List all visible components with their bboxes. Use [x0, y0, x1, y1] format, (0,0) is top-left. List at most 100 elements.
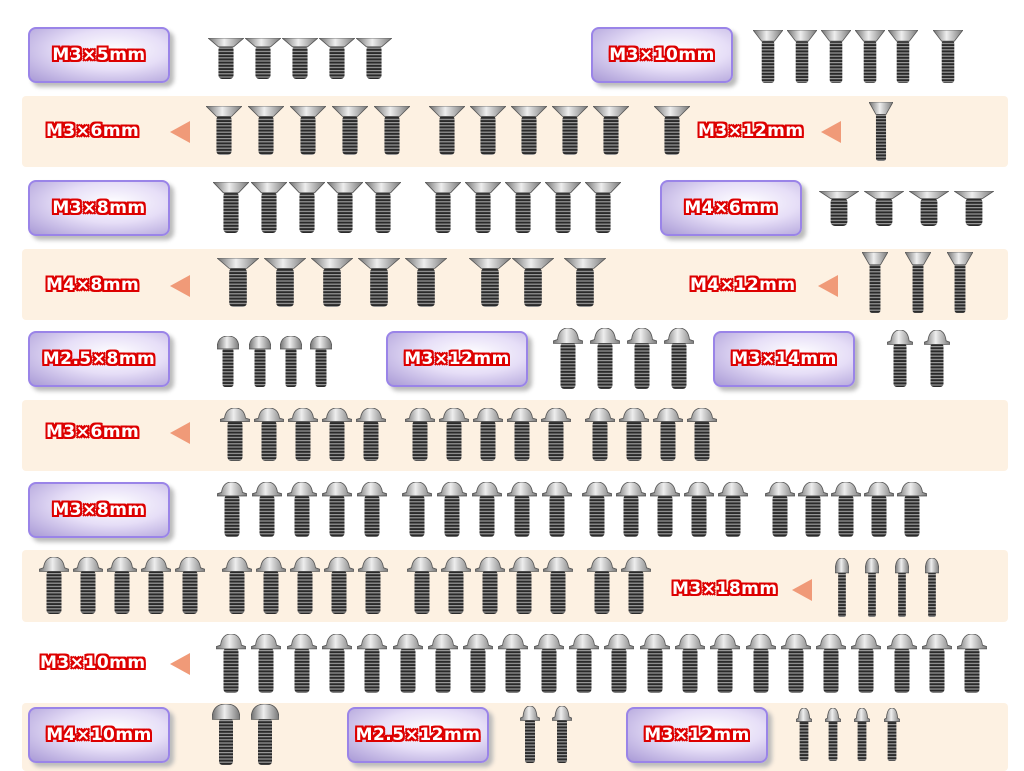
screw-flange	[498, 634, 529, 693]
size-label: M3×18mm	[672, 579, 778, 599]
screw-flange	[220, 408, 250, 461]
screw-flat	[753, 30, 783, 83]
size-label-box: M3×8mm	[28, 180, 170, 236]
screw-flange	[796, 708, 812, 761]
screw-flange	[886, 634, 917, 693]
size-label: M3×14mm	[731, 349, 837, 369]
screw-flange	[321, 634, 352, 693]
screw-flange	[533, 634, 564, 693]
screw-flange	[621, 557, 651, 614]
screw-flange	[831, 482, 861, 537]
screw-flange	[745, 634, 776, 693]
screw-flat	[356, 38, 392, 79]
size-label: M3×12mm	[404, 349, 510, 369]
screw-flat	[512, 258, 554, 307]
screw-flange	[684, 482, 714, 537]
screw-flange	[473, 408, 503, 461]
screw-button	[865, 558, 879, 617]
screw-flat	[862, 252, 888, 313]
screw-flat	[505, 182, 541, 233]
arrow-left-icon	[170, 422, 190, 444]
size-label: M3×10mm	[40, 653, 146, 673]
screw-flange	[585, 408, 615, 461]
screw-button	[835, 558, 849, 617]
screw-flat	[933, 30, 963, 83]
size-label: M3×12mm	[698, 121, 804, 141]
screw-flange	[582, 482, 612, 537]
screw-flange	[816, 634, 847, 693]
screw-flange	[616, 482, 646, 537]
screw-flange	[587, 557, 617, 614]
screw-flange	[472, 482, 502, 537]
screw-flange	[507, 408, 537, 461]
size-label-box: M2.5×12mm	[347, 707, 489, 763]
screw-flange	[664, 328, 694, 389]
screw-flange	[639, 634, 670, 693]
screw-flat	[405, 258, 447, 307]
screw-flange	[439, 408, 469, 461]
row-band	[22, 703, 1008, 771]
screw-flat	[552, 106, 588, 155]
size-label: M3×6mm	[46, 121, 140, 141]
screw-flange	[405, 408, 435, 461]
screw-button	[217, 336, 239, 387]
screw-flat	[208, 38, 244, 79]
size-label-box: M3×12mm	[386, 331, 528, 387]
screw-flange	[322, 482, 352, 537]
screw-flange	[897, 482, 927, 537]
size-label: M3×12mm	[644, 725, 750, 745]
screw-flange	[441, 557, 471, 614]
screw-flange	[324, 557, 354, 614]
screw-flange	[765, 482, 795, 537]
screw-flange	[175, 557, 205, 614]
screw-flange	[851, 634, 882, 693]
screw-button	[251, 704, 279, 765]
screw-flat	[905, 252, 931, 313]
screw-flange	[718, 482, 748, 537]
size-label: M3×10mm	[609, 45, 715, 65]
screw-flange	[73, 557, 103, 614]
screw-flat	[319, 38, 355, 79]
screw-flat	[327, 182, 363, 233]
screw-flange	[358, 557, 388, 614]
arrow-left-icon	[792, 579, 812, 601]
screw-flange	[650, 482, 680, 537]
screw-flange	[569, 634, 599, 693]
size-label-box: M3×10mm	[591, 27, 733, 83]
screw-flat	[585, 182, 621, 233]
screw-flange	[924, 330, 950, 387]
screw-flat	[206, 106, 242, 155]
screw-flange	[825, 708, 841, 761]
screw-flat	[248, 106, 284, 155]
screw-flange	[322, 408, 352, 461]
screw-flat	[909, 191, 949, 226]
size-label: M4×12mm	[690, 275, 796, 295]
screw-flat	[332, 106, 368, 155]
screw-flange	[216, 634, 246, 693]
screw-flange	[251, 634, 282, 693]
screw-flat	[869, 102, 893, 161]
screw-flat	[654, 106, 690, 155]
size-label: M3×8mm	[52, 198, 146, 218]
screw-flange	[674, 634, 705, 693]
size-label-box: M3×5mm	[28, 27, 170, 83]
screw-flat	[365, 182, 401, 233]
screw-flat	[888, 30, 918, 83]
screw-flat	[217, 258, 259, 307]
screw-button	[895, 558, 909, 617]
screw-flat	[311, 258, 353, 307]
screw-flange	[222, 557, 252, 614]
screw-flange	[509, 557, 539, 614]
screw-flange	[627, 328, 657, 389]
screw-flat	[289, 182, 325, 233]
screw-flange	[687, 408, 717, 461]
screw-flange	[543, 557, 573, 614]
screw-flat	[787, 30, 817, 83]
screw-flat	[819, 191, 859, 226]
screw-flat	[469, 258, 511, 307]
screw-flange	[402, 482, 432, 537]
screw-flange	[141, 557, 171, 614]
screw-flat	[251, 182, 287, 233]
screw-button	[212, 704, 240, 765]
screw-flange	[957, 634, 988, 693]
